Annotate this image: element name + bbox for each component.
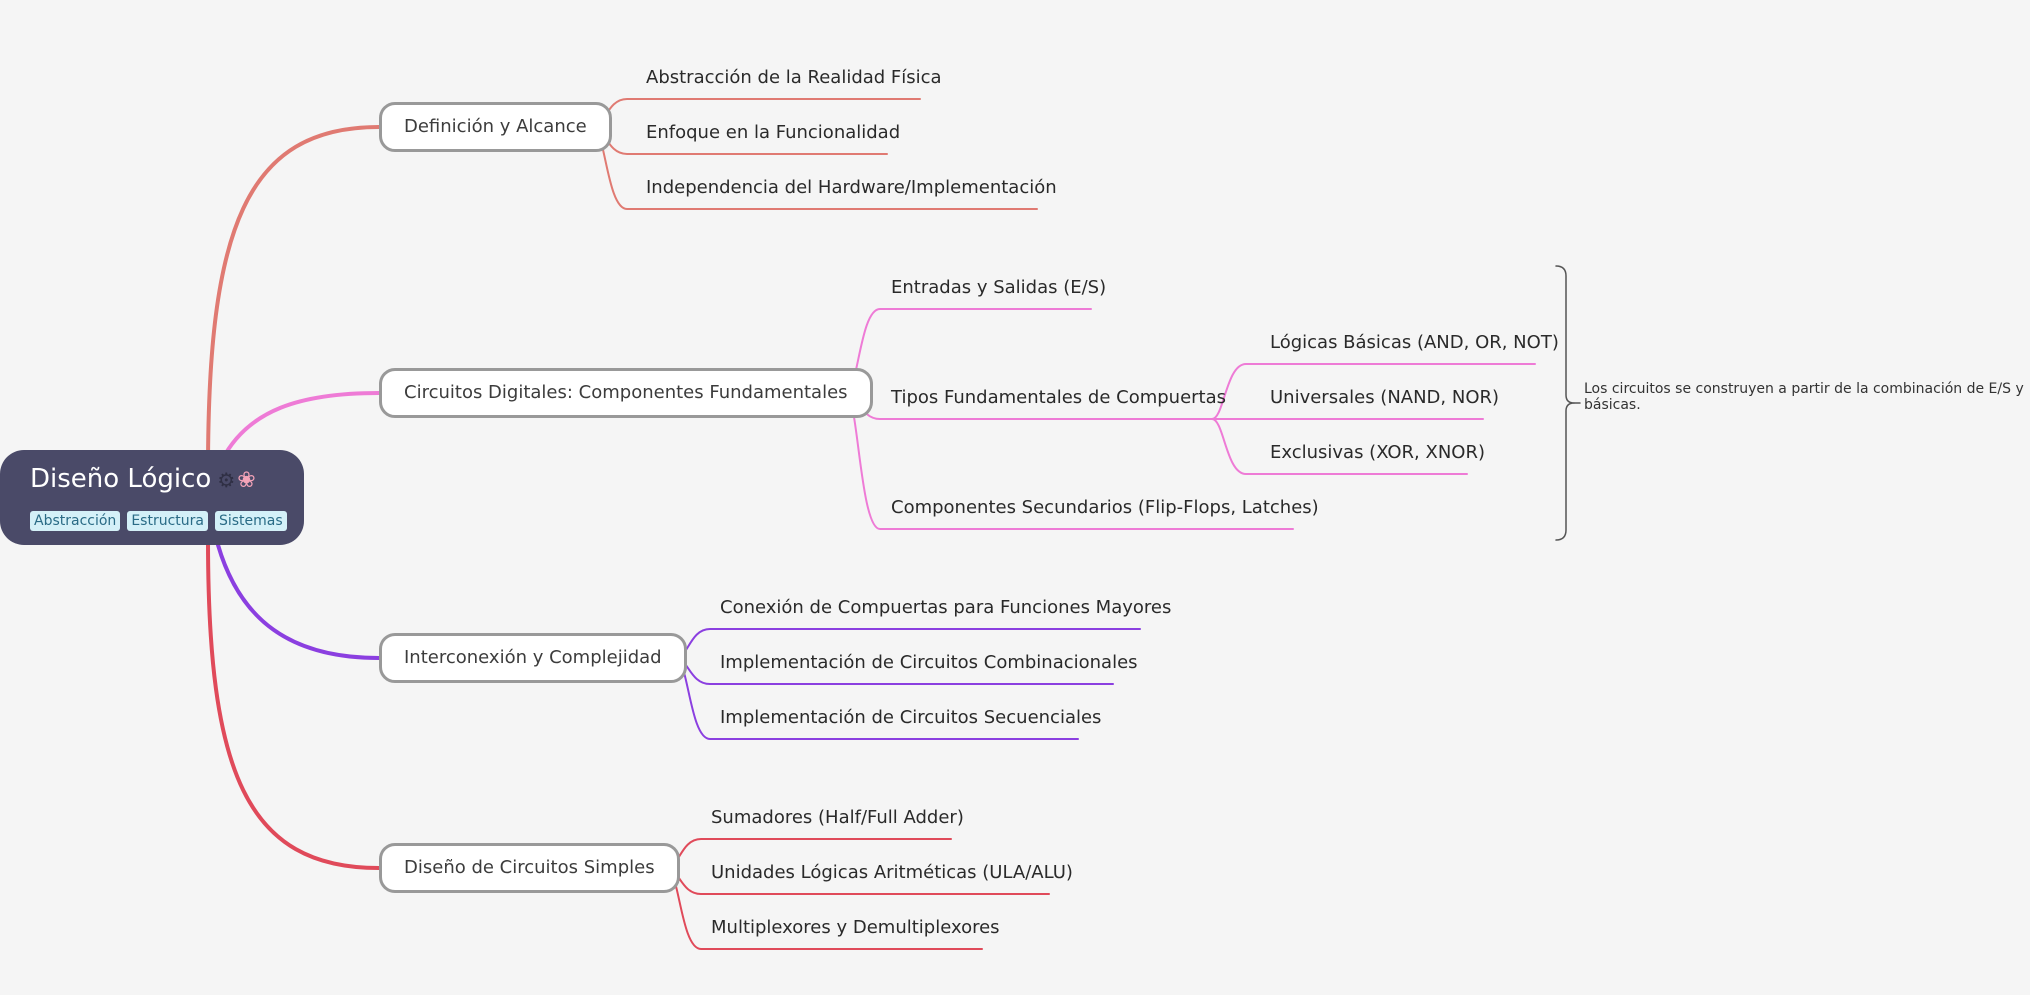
leaf-connector <box>1211 363 1536 420</box>
branch-topic[interactable]: Circuitos Digitales: Componentes Fundame… <box>379 368 873 418</box>
leaf-connector <box>1211 418 1468 475</box>
subtopic[interactable]: Lógicas Básicas (AND, OR, NOT) <box>1270 332 1559 353</box>
subtopic[interactable]: Exclusivas (XOR, XNOR) <box>1270 442 1485 463</box>
subtopic[interactable]: Implementación de Circuitos Combinaciona… <box>720 652 1138 673</box>
root-topic[interactable]: Diseño Lógico⚙❀ Abstracción Estructura S… <box>0 450 304 545</box>
branch-connector <box>206 125 381 472</box>
subtopic[interactable]: Unidades Lógicas Aritméticas (ULA/ALU) <box>711 862 1073 883</box>
branch-connector <box>220 391 381 462</box>
branch-topic[interactable]: Interconexión y Complejidad <box>379 633 687 683</box>
tag[interactable]: Sistemas <box>214 511 287 531</box>
subtopic[interactable]: Enfoque en la Funcionalidad <box>646 122 901 143</box>
subtopic[interactable]: Abstracción de la Realidad Física <box>646 67 942 88</box>
subtopic[interactable]: Implementación de Circuitos Secuenciales <box>720 707 1102 728</box>
gear-icon: ⚙ <box>217 468 236 492</box>
leaf-connector <box>845 308 1092 394</box>
subtopic[interactable]: Universales (NAND, NOR) <box>1270 387 1500 408</box>
brain-icon: ❀ <box>237 468 256 493</box>
branch-topic[interactable]: Definición y Alcance <box>379 102 612 152</box>
subtopic[interactable]: Entradas y Salidas (E/S) <box>891 277 1107 298</box>
subtopic[interactable]: Componentes Secundarios (Flip-Flops, Lat… <box>891 497 1319 518</box>
summary-bracket <box>1555 265 1575 541</box>
subtopic[interactable]: Multiplexores y Demultiplexores <box>711 917 1000 938</box>
subtopic[interactable]: Tipos Fundamentales de Compuertas <box>891 387 1227 408</box>
root-tags: Abstracción Estructura Sistemas <box>30 511 304 531</box>
branch-connector <box>216 543 381 660</box>
summary-note[interactable]: Los circuitos se construyen a partir de … <box>1584 381 2024 413</box>
subtopic[interactable]: Independencia del Hardware/Implementació… <box>646 177 1057 198</box>
tag[interactable]: Estructura <box>127 511 208 531</box>
branch-topic[interactable]: Diseño de Circuitos Simples <box>379 843 680 893</box>
subtopic[interactable]: Conexión de Compuertas para Funciones Ma… <box>720 597 1172 618</box>
tag[interactable]: Abstracción <box>30 511 121 531</box>
branch-connector <box>206 538 381 870</box>
root-title: Diseño Lógico <box>30 464 212 494</box>
subtopic[interactable]: Sumadores (Half/Full Adder) <box>711 807 964 828</box>
